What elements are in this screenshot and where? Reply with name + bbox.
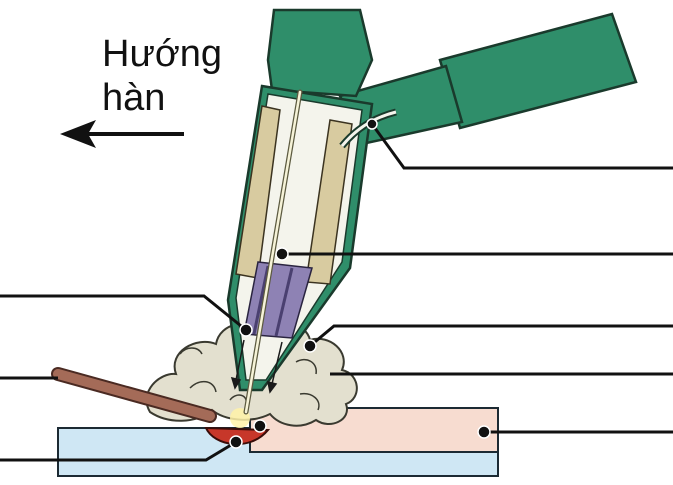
gas-flow-arrowhead [230, 376, 242, 390]
callout-dot-icon [477, 425, 491, 439]
gas-swirl [299, 392, 320, 411]
torch-back-cap [266, 8, 374, 98]
callout-dot-icon [253, 419, 267, 433]
collet-stripe [274, 267, 294, 337]
gas-flow-arrow [271, 341, 283, 385]
callout-dot-icon [239, 323, 253, 337]
callout-dots [229, 118, 491, 449]
gas-swirl [179, 347, 203, 355]
gas-flow-arrowhead [267, 380, 278, 394]
gas-flow-arrow [235, 339, 245, 381]
callout-dot-icon [229, 435, 243, 449]
gas-swirl [189, 380, 217, 393]
direction-label-line-1: Hướng [102, 33, 223, 75]
arrow-left-icon [60, 120, 184, 148]
tungsten-electrode-core [244, 90, 302, 414]
base-metal [57, 407, 499, 477]
filler-rod-body [53, 369, 215, 421]
callout-line-collet [0, 294, 247, 332]
callout-dot-icon [366, 118, 378, 130]
welding-direction-label: Hướng hàn [102, 32, 222, 120]
callout-line-gas-inlet [370, 123, 673, 170]
direction-arrow-head [60, 120, 96, 148]
gas-flow-arrows [230, 339, 283, 394]
callout-line-weld-pool [0, 440, 237, 462]
callout-dot-icon [303, 339, 317, 353]
torch-handle [438, 12, 638, 130]
gas-swirl [295, 358, 317, 375]
callout-dot-icon [275, 247, 289, 261]
collet-body-right [305, 119, 353, 285]
callout-line-nozzle [309, 324, 673, 348]
collet-stripe [252, 265, 270, 335]
direction-label-line-2: hàn [102, 77, 166, 119]
callout-leaders [0, 123, 673, 462]
